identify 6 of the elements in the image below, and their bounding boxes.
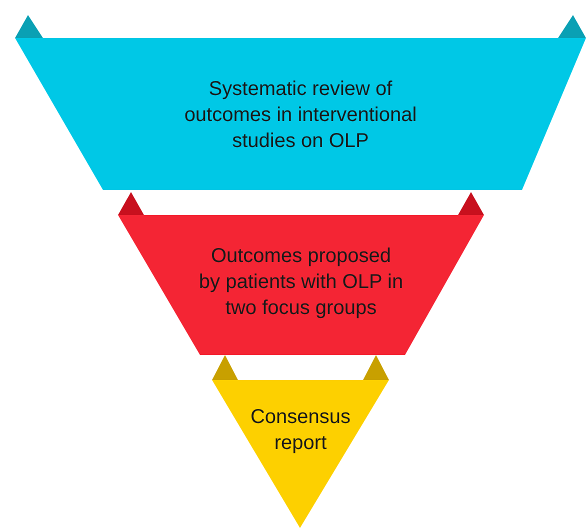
stage-label: Consensus report: [249, 405, 352, 456]
funnel-band: [15, 15, 586, 190]
funnel-band: [118, 192, 484, 355]
stage-label: Outcomes proposed by patients with OLP in two focus groups: [198, 244, 404, 321]
funnel-triangle: [212, 355, 389, 530]
stage-label: Systematic review of outcomes in interventional studies on OLP: [183, 77, 418, 154]
